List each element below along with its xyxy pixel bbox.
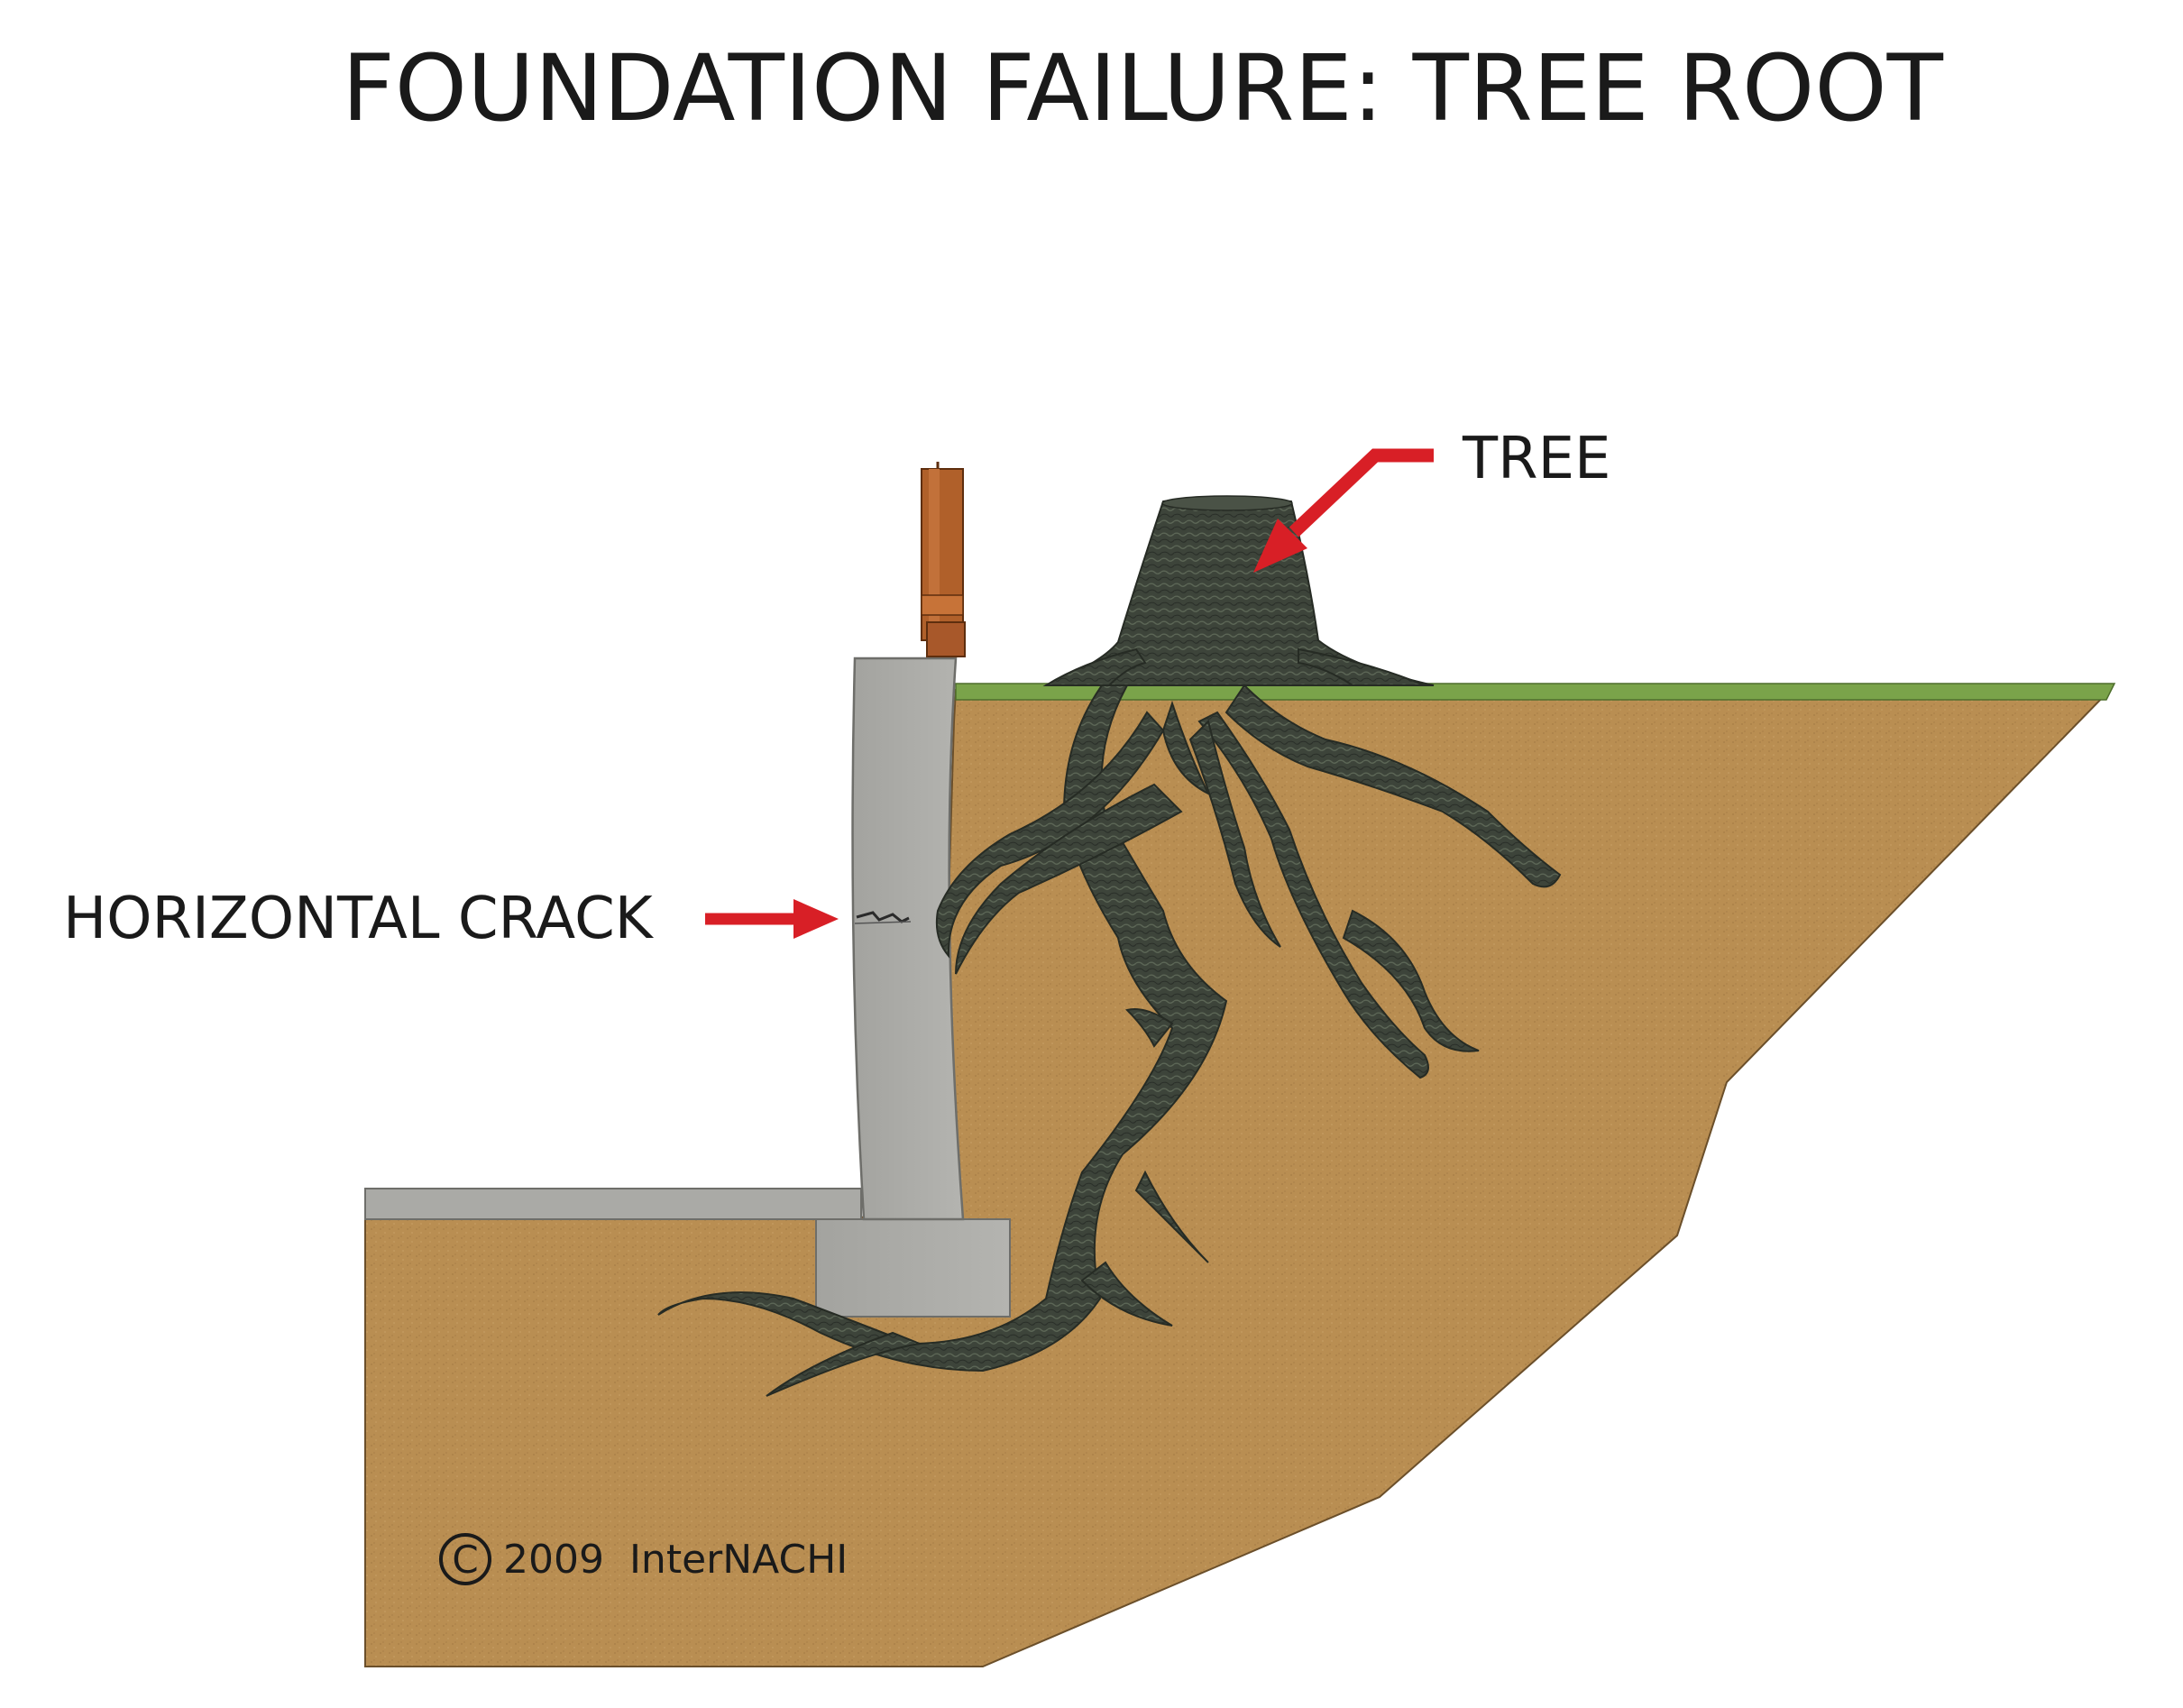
wood-framing [921,462,966,657]
tree-cut-top [1161,495,1293,511]
tree-roots [657,647,1562,1397]
tree-trunk [1045,497,1435,686]
tree-label: TREE [1462,426,1610,492]
horizontal-crack [854,911,912,924]
tree-arrow [1253,448,1434,573]
copyright-symbol: C [452,1538,478,1582]
basement-slab [364,1188,862,1220]
page-title: FOUNDATION FAILURE: TREE ROOT [342,35,1944,142]
crack-label: HORIZONTAL CRACK [63,886,655,952]
crack-arrow [705,899,839,939]
foundation-footing [815,1218,1011,1318]
copyright-notice: C 2009 InterNACHI [439,1533,848,1585]
copyright-symbol-icon [439,1533,491,1585]
foundation-wall [851,657,965,1221]
copyright-text: 2009 InterNACHI [503,1537,848,1583]
